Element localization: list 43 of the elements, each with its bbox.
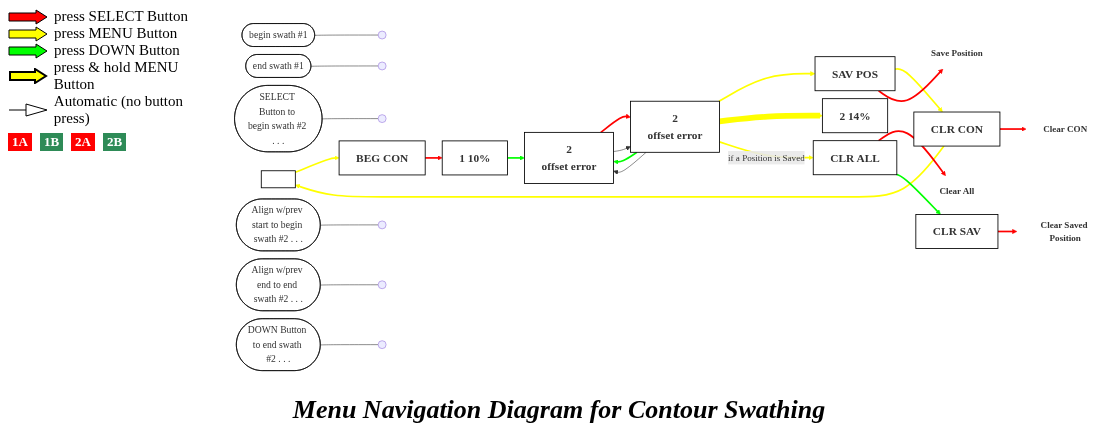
node-box: 2 offset error <box>630 101 720 154</box>
arrow <box>997 229 1018 235</box>
node-text: Clear Saved Position <box>1040 219 1088 244</box>
legend-label: press SELECT Button <box>54 8 188 25</box>
arrow <box>718 71 816 103</box>
arrow <box>877 69 944 103</box>
arrow <box>424 155 443 161</box>
legend-label: press & hold MENU Button <box>53 59 180 93</box>
connector <box>322 118 379 120</box>
node-box: CLR ALL <box>812 140 898 176</box>
node-text: Clear All <box>939 186 975 197</box>
legend-label: press DOWN Button <box>54 42 180 59</box>
step-marker: 1B <box>39 133 64 151</box>
node-box: 2 14% <box>821 98 889 134</box>
node-box: CLR CON <box>913 112 1001 147</box>
arrow <box>613 151 638 165</box>
step-marker: 1A <box>8 133 32 151</box>
arrow <box>294 155 340 174</box>
node-box: SAV POS <box>814 56 896 92</box>
edge-label: if a Position is Saved <box>728 153 805 163</box>
connector <box>320 284 379 286</box>
connector <box>320 225 379 226</box>
legend-label: press MENU Button <box>54 25 178 42</box>
node-text: Clear CON <box>1043 124 1088 134</box>
node-box: CLR SAV <box>915 214 999 250</box>
arrow <box>895 174 941 216</box>
arrow <box>894 68 943 113</box>
step-marker: 2B <box>102 133 127 151</box>
arrow <box>506 155 525 161</box>
legend-label: Automatic (no button press) <box>53 93 184 127</box>
node-box: BEG CON <box>338 140 426 176</box>
connector <box>314 35 379 37</box>
diagram-title: Menu Navigation Diagram for Contour Swathing <box>291 395 827 425</box>
node-text: Save Position <box>931 48 983 59</box>
node-box: 2 offset error <box>524 132 614 185</box>
connector <box>320 344 379 346</box>
arrow <box>600 114 631 134</box>
connector <box>310 66 379 67</box>
step-marker: 2A <box>71 133 95 151</box>
arrow <box>999 126 1027 132</box>
node-box <box>260 170 296 189</box>
arrow <box>719 113 823 125</box>
node-box: 1 10% <box>441 140 508 176</box>
